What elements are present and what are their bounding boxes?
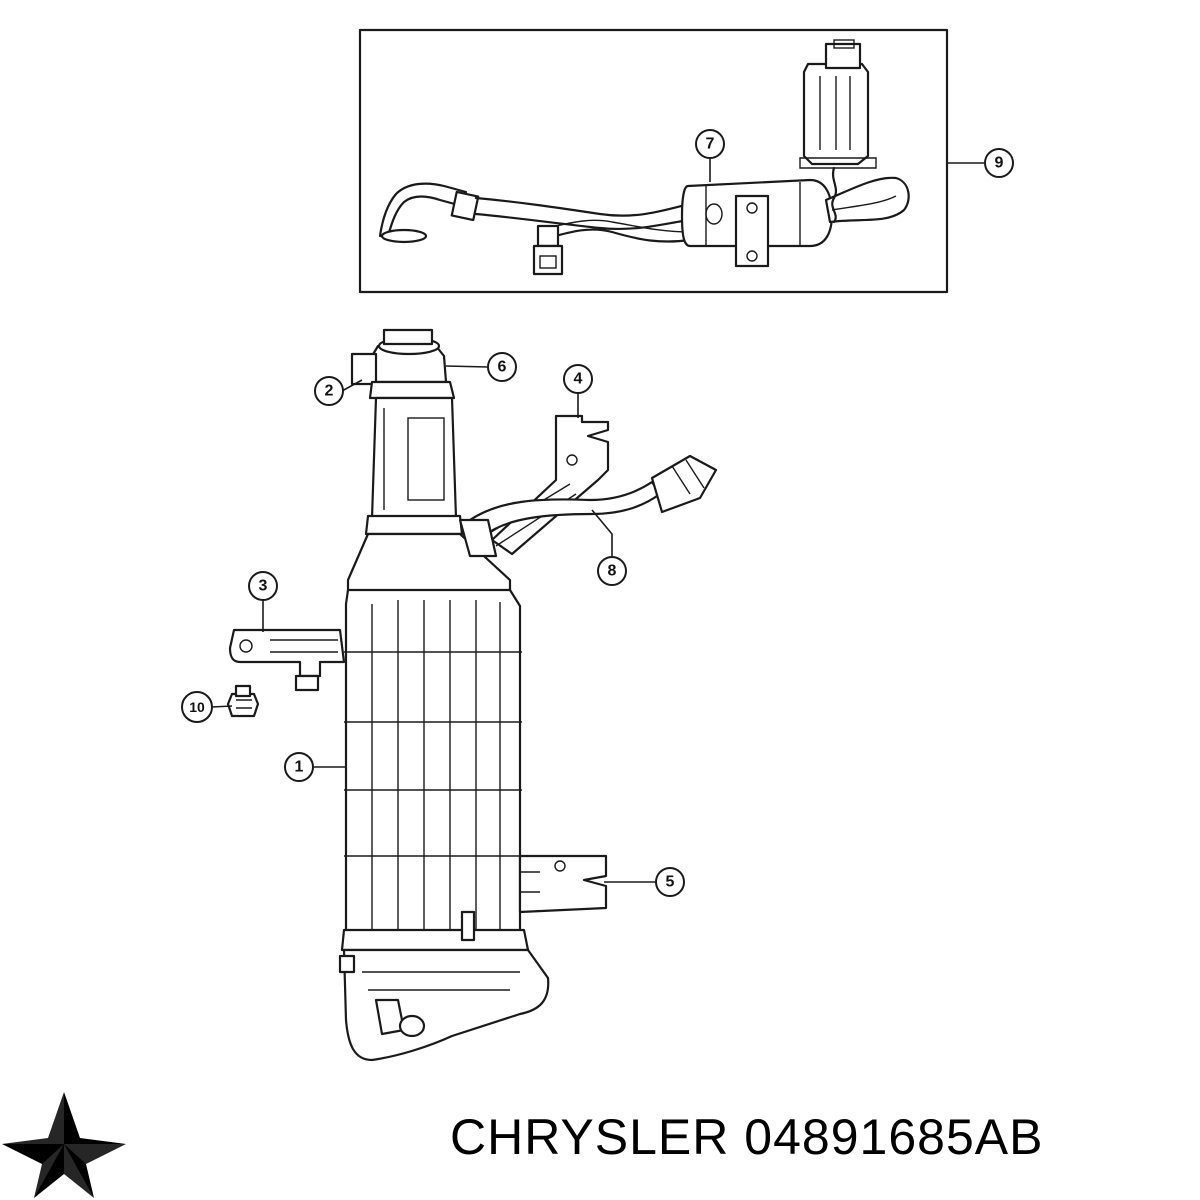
canister-port	[350, 352, 378, 386]
connector-plug	[532, 244, 564, 276]
svg-text:8: 8	[608, 563, 617, 580]
callout-2: 2	[314, 376, 344, 406]
evap-canister-assembly	[226, 328, 718, 1062]
part-title: CHRYSLER 04891685AB	[450, 1108, 1043, 1166]
callout-5: 5	[655, 867, 685, 897]
svg-text:5: 5	[666, 874, 675, 891]
brand-name: CHRYSLER	[450, 1109, 730, 1165]
svg-text:9: 9	[995, 155, 1004, 172]
svg-text:2: 2	[325, 383, 334, 400]
part-number: 04891685AB	[744, 1109, 1044, 1165]
hose-clamp-left	[450, 190, 480, 222]
bolt	[226, 684, 260, 718]
svg-text:7: 7	[706, 136, 715, 153]
bracket-lower-right	[518, 854, 608, 914]
callout-1: 1	[284, 752, 314, 782]
pump-bracket	[734, 194, 770, 268]
callout-6: 6	[487, 352, 517, 382]
pentastar-icon	[2, 1092, 126, 1198]
detail-inset	[358, 28, 949, 294]
bracket-left	[228, 628, 346, 678]
coil-wire	[831, 166, 838, 224]
hose-outlet-right	[824, 176, 910, 224]
leader-lines	[211, 158, 984, 883]
bracket-upper-right	[490, 414, 610, 556]
svg-text:1: 1	[295, 759, 304, 776]
svg-text:4: 4	[574, 371, 583, 388]
canister-ribs	[371, 600, 501, 932]
callout-9: 9	[984, 148, 1014, 178]
canister-bottom-tray	[342, 948, 550, 1062]
hose-end-left	[380, 228, 428, 244]
wire-harness-inset	[546, 228, 692, 243]
svg-text:6: 6	[498, 359, 507, 376]
callout-7: 7	[695, 129, 725, 159]
hose-elbow-left	[378, 182, 468, 238]
long-hose	[474, 196, 692, 217]
callout-4: 4	[563, 364, 593, 394]
svg-text:10: 10	[189, 699, 205, 715]
callout-8: 8	[597, 556, 627, 586]
inset-frame	[358, 28, 949, 294]
callout-3: 3	[248, 571, 278, 601]
svg-text:3: 3	[259, 578, 268, 595]
cap-top	[382, 328, 434, 346]
callout-10: 10	[181, 691, 213, 723]
connector-pigtail	[536, 224, 560, 248]
